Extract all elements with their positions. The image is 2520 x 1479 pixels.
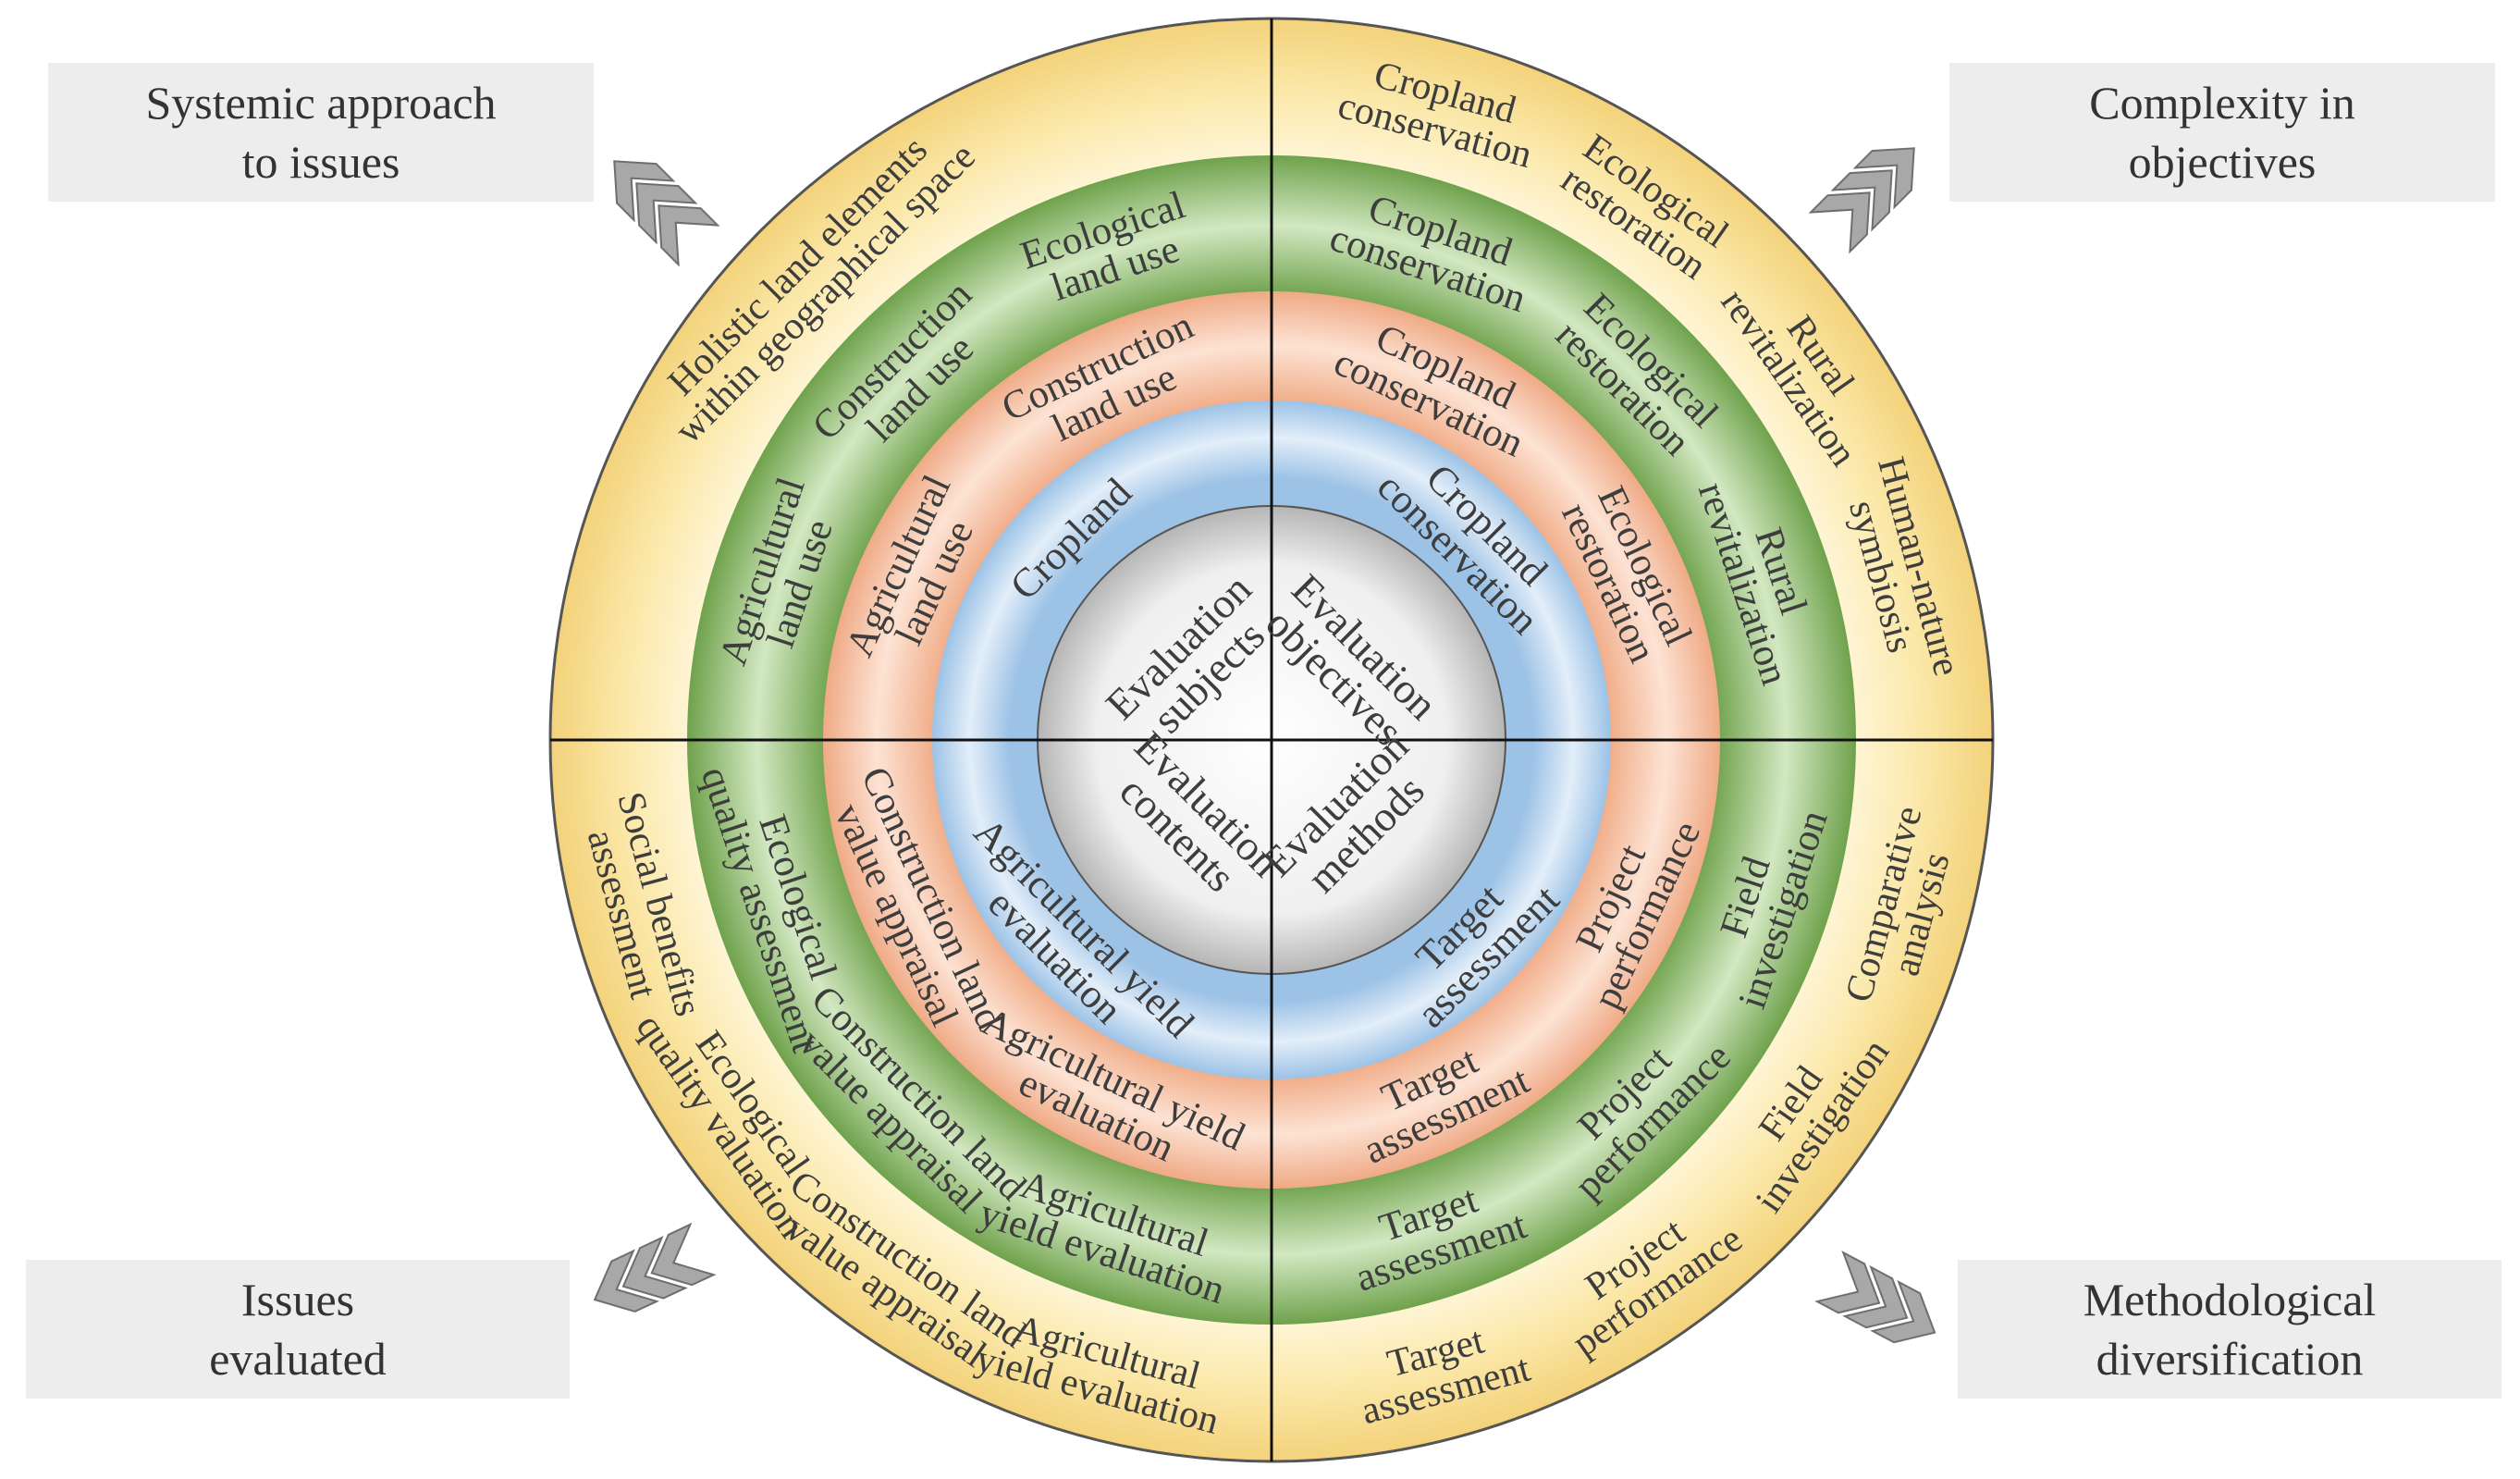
- corner-label-issues-evaluated: Issues evaluated: [26, 1260, 570, 1399]
- corner-arrows: [593, 147, 1936, 1344]
- corner-label-complexity-in-objectives: Complexity in objectives: [1949, 63, 2495, 202]
- corner-label-methodological-diversification: Methodological diversification: [1958, 1260, 2502, 1399]
- chevron: [621, 1236, 688, 1300]
- chevron: [1870, 1279, 1936, 1344]
- arrow-top-right: [1808, 147, 1915, 254]
- chevron: [1842, 1264, 1909, 1329]
- arrow-top-left: [613, 160, 720, 267]
- arrow-bottom-right: [1814, 1250, 1936, 1344]
- chevron: [1852, 147, 1915, 210]
- chevron: [593, 1249, 659, 1313]
- corner-label-systemic-approach: Systemic approach to issues: [48, 63, 594, 202]
- chevron: [658, 204, 720, 267]
- chevron: [1830, 169, 1893, 232]
- chevron: [613, 160, 676, 223]
- chevron: [635, 182, 698, 245]
- chevron: [1814, 1250, 1881, 1314]
- arrow-bottom-left: [593, 1222, 717, 1313]
- chevron: [1808, 191, 1871, 254]
- chevron: [650, 1222, 717, 1287]
- ring-stack: [548, 17, 1995, 1463]
